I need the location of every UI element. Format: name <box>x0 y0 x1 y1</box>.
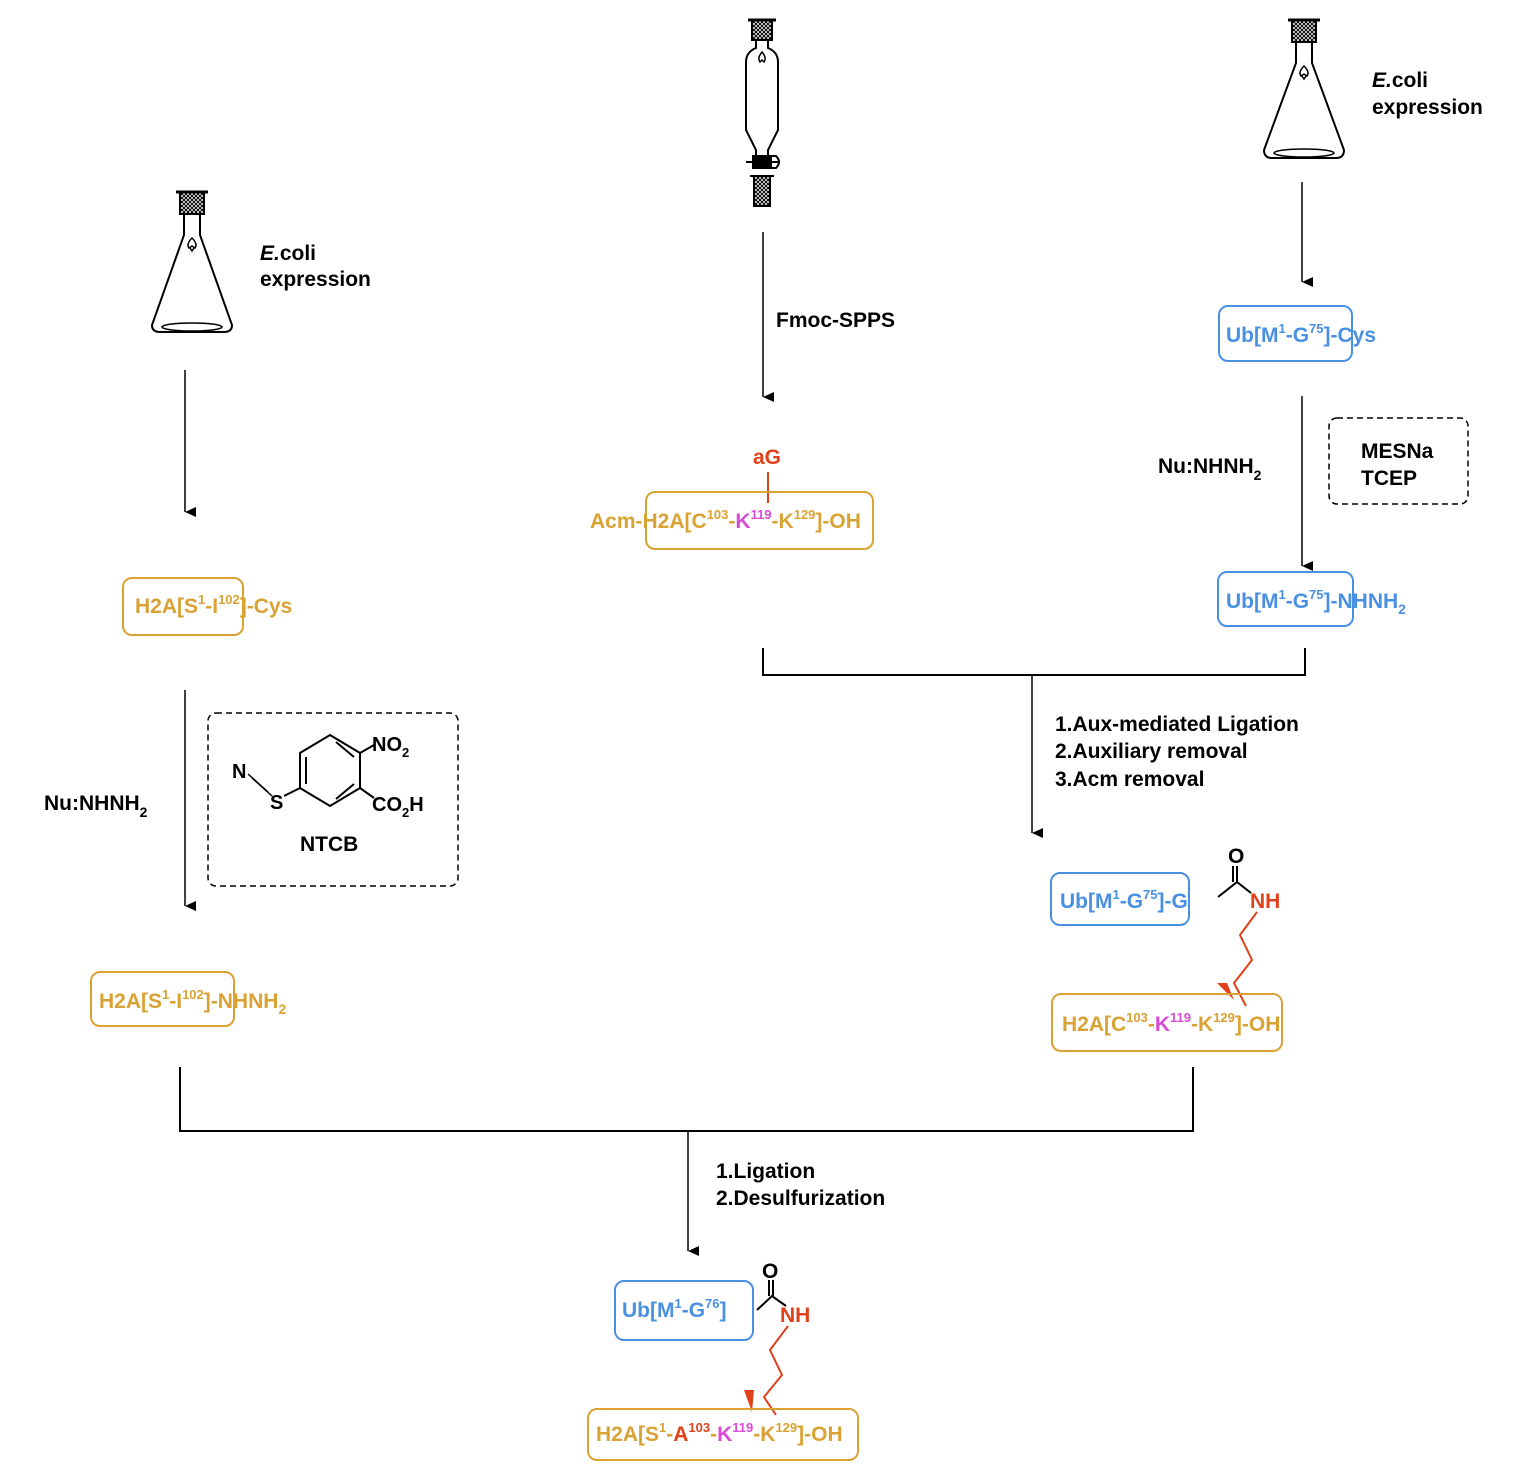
svg-text:expression: expression <box>1372 96 1483 119</box>
svg-text:NTCB: NTCB <box>300 833 358 856</box>
svg-text:TCEP: TCEP <box>1361 467 1417 490</box>
svg-text:Ub[M1-G75]-Cys: Ub[M1-G75]-Cys <box>1226 321 1376 347</box>
spps-column-icon <box>745 18 780 207</box>
ub-cys-product: Ub[M1-G75]-Cys <box>1218 305 1376 362</box>
left-reagent: Nu:NHNH2 <box>44 792 148 820</box>
svg-text:Acm-H2A[C103-K119-K129]-OH: Acm-H2A[C103-K119-K129]-OH <box>590 507 861 533</box>
left-expression-label: E.coli expression <box>260 242 371 291</box>
svg-text:MESNa: MESNa <box>1361 440 1434 463</box>
svg-text:H2A[C103-K119-K129]-OH: H2A[C103-K119-K129]-OH <box>1062 1010 1280 1036</box>
svg-text:H2A[S1-I102]-Cys: H2A[S1-I102]-Cys <box>135 592 292 618</box>
svg-text:aG: aG <box>753 446 781 469</box>
mesna-tcep-box: MESNa TCEP <box>1328 417 1469 505</box>
h2a-peptide-product: aG Acm-H2A[C103-K119-K129]-OH <box>590 446 874 550</box>
ub-hydrazide-product: Ub[M1-G75]-NHNH2 <box>1217 571 1406 627</box>
h2a-cys-product: H2A[S1-I102]-Cys <box>122 577 292 636</box>
merge-bracket-1 <box>762 648 1306 676</box>
merge1-steps: 1.Aux-mediated Ligation 2.Auxiliary remo… <box>1055 713 1299 791</box>
ntcb-reagent-box: NO2 CO2H N S NTCB <box>207 712 459 887</box>
final-ub-h2a-product: Ub[M1-G76] O NH H2A[S1-A103-K119-K129]-O… <box>587 1260 859 1461</box>
right-reagent: Nu:NHNH2 <box>1158 455 1262 483</box>
right-flask-icon <box>1262 18 1346 159</box>
ub-h2a-intermediate: Ub[M1-G75]-G O NH H2A[C103-K119-K129]-OH <box>1050 845 1283 1052</box>
svg-text:CO2H: CO2H <box>372 794 424 820</box>
svg-text:2.Auxiliary removal: 2.Auxiliary removal <box>1055 740 1248 763</box>
svg-text:1.Ligation: 1.Ligation <box>716 1160 815 1183</box>
svg-text:2.Desulfurization: 2.Desulfurization <box>716 1187 885 1210</box>
svg-text:3.Acm removal: 3.Acm removal <box>1055 768 1204 791</box>
svg-text:NH: NH <box>780 1304 810 1327</box>
svg-text:E.coli: E.coli <box>260 242 316 265</box>
svg-text:O: O <box>1228 845 1244 868</box>
svg-text:Ub[M1-G76]: Ub[M1-G76] <box>622 1296 727 1322</box>
left-flask-icon <box>150 190 234 333</box>
svg-text:H2A[S1-A103-K119-K129]-OH: H2A[S1-A103-K119-K129]-OH <box>596 1420 843 1446</box>
svg-text:NO2: NO2 <box>372 734 409 760</box>
merge-bracket-2 <box>179 1067 1194 1132</box>
svg-text:NH: NH <box>1250 890 1280 913</box>
spps-label: Fmoc-SPPS <box>776 309 895 332</box>
svg-text:O: O <box>762 1260 778 1283</box>
svg-text:expression: expression <box>260 268 371 291</box>
svg-text:S: S <box>270 792 283 814</box>
svg-text:Ub[M1-G75]-NHNH2: Ub[M1-G75]-NHNH2 <box>1226 587 1406 617</box>
svg-text:1.Aux-mediated Ligation: 1.Aux-mediated Ligation <box>1055 713 1299 736</box>
svg-text:E.coli: E.coli <box>1372 69 1428 92</box>
svg-text:N: N <box>232 761 246 783</box>
final-steps: 1.Ligation 2.Desulfurization <box>716 1160 885 1210</box>
right-expression-label: E.coli expression <box>1372 69 1483 119</box>
svg-text:H2A[S1-I102]-NHNH2: H2A[S1-I102]-NHNH2 <box>99 987 286 1017</box>
h2a-hydrazide-product: H2A[S1-I102]-NHNH2 <box>90 971 286 1027</box>
svg-text:Ub[M1-G75]-G: Ub[M1-G75]-G <box>1060 887 1188 913</box>
